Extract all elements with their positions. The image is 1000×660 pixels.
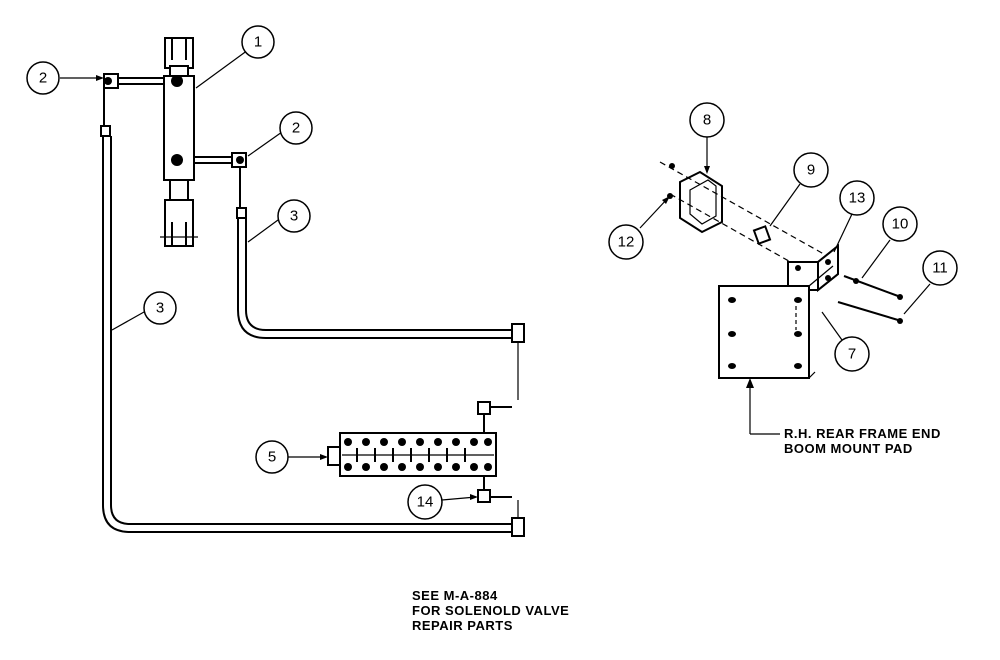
- balloon-1: 1: [195, 25, 275, 89]
- balloon-8: 8: [689, 102, 725, 174]
- note-line1: SEE M-A-884: [412, 588, 498, 603]
- balloon-7: 7: [821, 311, 870, 372]
- note-line3: REPAIR PARTS: [412, 618, 513, 633]
- svg-text:8: 8: [703, 112, 711, 129]
- svg-text:2: 2: [292, 120, 300, 137]
- svg-text:13: 13: [849, 190, 866, 207]
- frame-end-label-line2: BOOM MOUNT PAD: [784, 441, 913, 456]
- balloon-10: 10: [861, 206, 918, 279]
- solenoid-repair-note: SEE M-A-884 FOR SOLENOLD VALVE REPAIR PA…: [412, 588, 569, 633]
- balloon-13: 13: [833, 180, 875, 253]
- hydraulic-cylinder: [160, 37, 198, 247]
- balloon-12: 12: [608, 196, 670, 260]
- svg-text:12: 12: [618, 234, 635, 251]
- svg-text:11: 11: [932, 260, 948, 277]
- svg-text:1: 1: [254, 34, 262, 51]
- balloon-9: 9: [769, 152, 829, 227]
- frame-end-label-line1: R.H. REAR FRAME END: [784, 426, 941, 441]
- balloon-5: 5: [255, 440, 328, 474]
- balloon-3-left: 3: [111, 291, 177, 331]
- solenoid-valve-bank: [327, 432, 497, 477]
- balloon-2-right: 2: [247, 111, 313, 157]
- balloon-14: 14: [407, 484, 478, 520]
- hose-routing: [100, 73, 525, 537]
- frame-end-callout: R.H. REAR FRAME END BOOM MOUNT PAD: [746, 378, 941, 456]
- svg-text:10: 10: [892, 216, 909, 233]
- svg-text:5: 5: [268, 449, 276, 466]
- svg-text:9: 9: [807, 162, 815, 179]
- balloon-3-upper: 3: [247, 199, 311, 243]
- boom-mount-assembly: [659, 161, 903, 379]
- balloon-11: 11: [903, 250, 958, 315]
- svg-text:2: 2: [39, 70, 47, 87]
- svg-text:7: 7: [848, 346, 856, 363]
- svg-text:3: 3: [290, 208, 298, 225]
- svg-text:3: 3: [156, 300, 164, 317]
- svg-text:14: 14: [417, 494, 434, 511]
- note-line2: FOR SOLENOLD VALVE: [412, 603, 569, 618]
- balloon-2-left: 2: [26, 61, 104, 95]
